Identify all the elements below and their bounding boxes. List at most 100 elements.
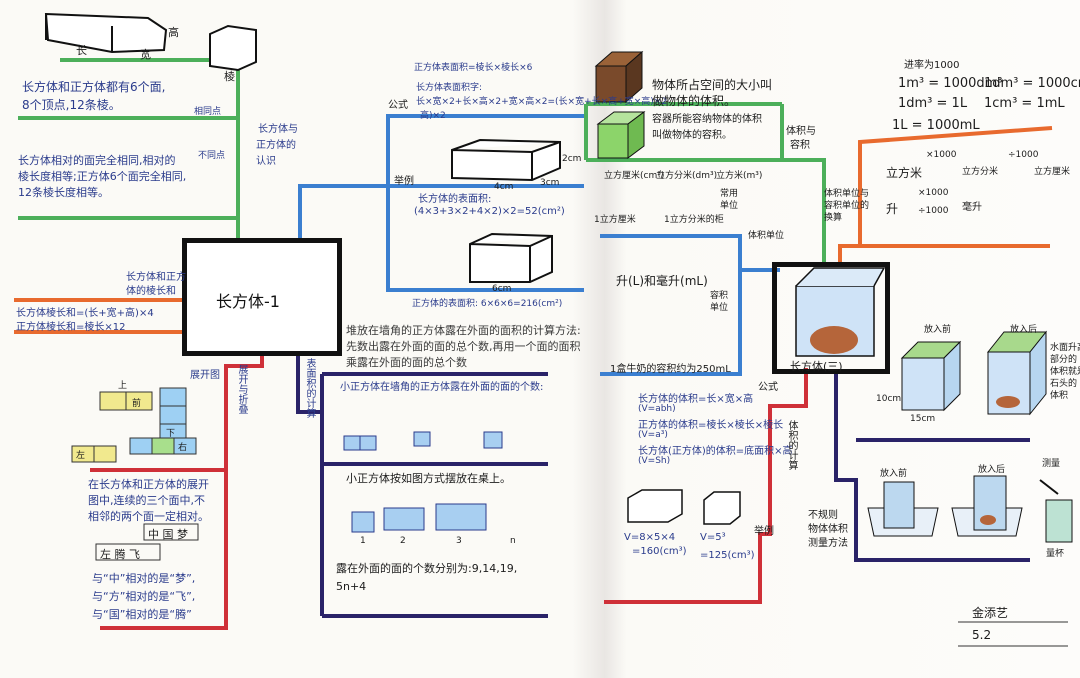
fact-2-line-1: 长方体相对的面完全相同,相对的 bbox=[18, 154, 176, 167]
net-face-top: 上 bbox=[118, 381, 128, 391]
measure-basin-1 bbox=[867, 481, 939, 537]
example-2b: =125(cm³) bbox=[700, 550, 755, 561]
volume-def-2: 做物体的体积。 bbox=[652, 94, 737, 108]
unit-cm3: 立方厘米(cm³) bbox=[604, 171, 665, 181]
eq-3: 1dm³ = 1L bbox=[898, 96, 968, 111]
corner-text: 小正方体在墙角的正方体露在外面的面的个数: bbox=[340, 382, 544, 393]
net-face-left: 左 bbox=[76, 451, 86, 461]
dim-c: 2cm bbox=[562, 154, 582, 164]
cup-label: 量杯 bbox=[1046, 549, 1065, 559]
navy-branch-center bbox=[296, 356, 548, 618]
put-stone-label: 放入前 bbox=[924, 325, 952, 335]
stack-text-2: 先数出露在外面的面的总个数,再用一个面的面积 bbox=[346, 340, 581, 353]
vol-formula-1b: (V=abh) bbox=[638, 404, 676, 414]
red-branch-left bbox=[90, 356, 264, 630]
unit-dm3: 立方分米(dm³) bbox=[656, 171, 718, 181]
water-note-2: 部分的 bbox=[1050, 355, 1078, 365]
example-1cm3: 1立方厘米 bbox=[594, 215, 636, 225]
same-point-label: 相同点 bbox=[194, 107, 222, 117]
label-width: 宽 bbox=[140, 48, 151, 61]
volume-branch-2: 容积 bbox=[790, 140, 810, 151]
branch-recognize-2: 正方体的 bbox=[256, 140, 296, 151]
conversion-label-2: 容积单位的 bbox=[824, 201, 870, 211]
water-note-1: 水面升高 bbox=[1050, 343, 1080, 353]
dim-10cm: 10cm bbox=[876, 394, 902, 404]
after-stone-label: 放入后 bbox=[1010, 325, 1038, 335]
common-unit-1: 常用 bbox=[720, 189, 739, 199]
measure-basin-2 bbox=[951, 475, 1023, 537]
irregular-2: 物体体积 bbox=[808, 524, 848, 535]
unit-m3: 立方米(m³) bbox=[716, 171, 763, 181]
container-before bbox=[900, 340, 962, 412]
rect-surface-def: 长方体表面积字: bbox=[416, 83, 483, 93]
rect-example-2: (4×3+3×2+4×2)×2=52(cm²) bbox=[414, 206, 565, 217]
row1-mid: 立方分米 bbox=[962, 167, 999, 177]
eq-1: 1m³ = 1000dm³ bbox=[898, 76, 1003, 91]
net-text-1: 在长方体和正方体的展开 bbox=[88, 478, 209, 491]
vol-formula-4: 长方体(正方体)的体积=底面积×高 bbox=[638, 446, 793, 457]
volume-def-1: 物体所占空间的大小叫 bbox=[652, 78, 773, 92]
row1-op1: ×1000 bbox=[926, 150, 957, 160]
formula-tag: 公式 bbox=[388, 100, 408, 111]
cube-drawing-surface-2 bbox=[469, 232, 553, 283]
seq-n: n bbox=[510, 536, 516, 546]
fact-2-line-2: 棱长度相等;正方体6个面完全相同, bbox=[18, 170, 187, 183]
net-label: 展开图 bbox=[190, 370, 220, 381]
diff-point-label: 不同点 bbox=[198, 151, 226, 161]
rect-surface-formula-1: 长×宽×2+长×高×2+宽×高×2=(长×宽+长×高+宽×高)×2 bbox=[416, 97, 668, 107]
common-unit-2: 单位 bbox=[720, 201, 739, 211]
word-grid bbox=[95, 523, 199, 561]
rect-surface-formula-2: 高)×2 bbox=[420, 111, 446, 121]
water-note-5: 体积 bbox=[1050, 391, 1069, 401]
eq-2: 1dm³ = 1000cm³ bbox=[984, 76, 1080, 91]
dim-a: 3cm bbox=[540, 178, 560, 188]
cube-edge-sum: 正方体棱长和=棱长×12 bbox=[16, 322, 126, 333]
edge-sum-label-2: 体的棱长和 bbox=[126, 286, 176, 297]
edge-sum-label-1: 长方体和正方 bbox=[126, 272, 186, 283]
cube-dim: 6cm bbox=[492, 284, 512, 294]
cube-drawing-top bbox=[209, 24, 257, 72]
blue-branch-center bbox=[298, 114, 584, 292]
put-after-label: 放入后 bbox=[978, 465, 1006, 475]
rect-edge-sum: 长方体棱长和=(长+宽+高)×4 bbox=[16, 308, 154, 319]
conversion-label-3: 换算 bbox=[824, 213, 843, 223]
calc-branch-label: 体积的计算 bbox=[786, 420, 797, 470]
measure-label: 测量 bbox=[1042, 459, 1061, 469]
conversion-label-1: 体积单位与 bbox=[824, 189, 870, 199]
dim-15cm: 15cm bbox=[910, 414, 936, 424]
fact-2-line-3: 12条棱长度相等。 bbox=[18, 186, 109, 199]
relation-3: 与“国”相对的是“腾” bbox=[92, 608, 192, 621]
label-height: 高 bbox=[168, 26, 179, 39]
vol-formula-3: (V=a³) bbox=[638, 430, 668, 440]
navy-branch-right bbox=[834, 370, 1030, 562]
net-face-front: 前 bbox=[132, 399, 142, 409]
pattern-text: 小正方体按如图方式摆放在桌上。 bbox=[346, 472, 511, 485]
measuring-cup bbox=[1039, 479, 1073, 543]
cuboid-drawing-top-left bbox=[44, 12, 168, 54]
row2-op2: ÷1000 bbox=[918, 206, 949, 216]
cube-example: 正方体的表面积: 6×6×6=216(cm²) bbox=[412, 299, 563, 309]
row1-left: 立方米 bbox=[886, 166, 923, 180]
irregular-3: 测量方法 bbox=[808, 538, 848, 549]
example-cuboids bbox=[627, 489, 741, 525]
cube-surface-def: 正方体表面积=棱长×棱长×6 bbox=[414, 63, 533, 73]
rate-label: 进率为1000 bbox=[904, 60, 960, 71]
row2-right: 毫升 bbox=[962, 202, 982, 213]
right-center-node bbox=[772, 262, 890, 374]
row1-right: 立方厘米 bbox=[1034, 167, 1071, 177]
signature-date: 5.2 bbox=[972, 628, 992, 642]
container-after bbox=[986, 330, 1048, 416]
left-center-title: 长方体-1 bbox=[216, 292, 280, 311]
net-diagram bbox=[71, 387, 197, 463]
volume-branch-1: 体积与 bbox=[786, 126, 816, 137]
example-1dm3: 1立方分米的柜 bbox=[664, 215, 724, 225]
word-row-2: 左 腾 飞 bbox=[100, 548, 140, 561]
example-tag: 举例 bbox=[394, 176, 414, 187]
vol-formula-2: 正方体的体积=棱长×棱长×棱长 bbox=[638, 420, 784, 431]
water-note-4: 石头的 bbox=[1050, 379, 1078, 389]
relation-1: 与“中”相对的是“梦”, bbox=[92, 572, 196, 585]
row2-left: 升 bbox=[886, 202, 899, 216]
water-note-3: 体积就是 bbox=[1050, 367, 1080, 377]
put-in-label: 放入前 bbox=[880, 469, 908, 479]
